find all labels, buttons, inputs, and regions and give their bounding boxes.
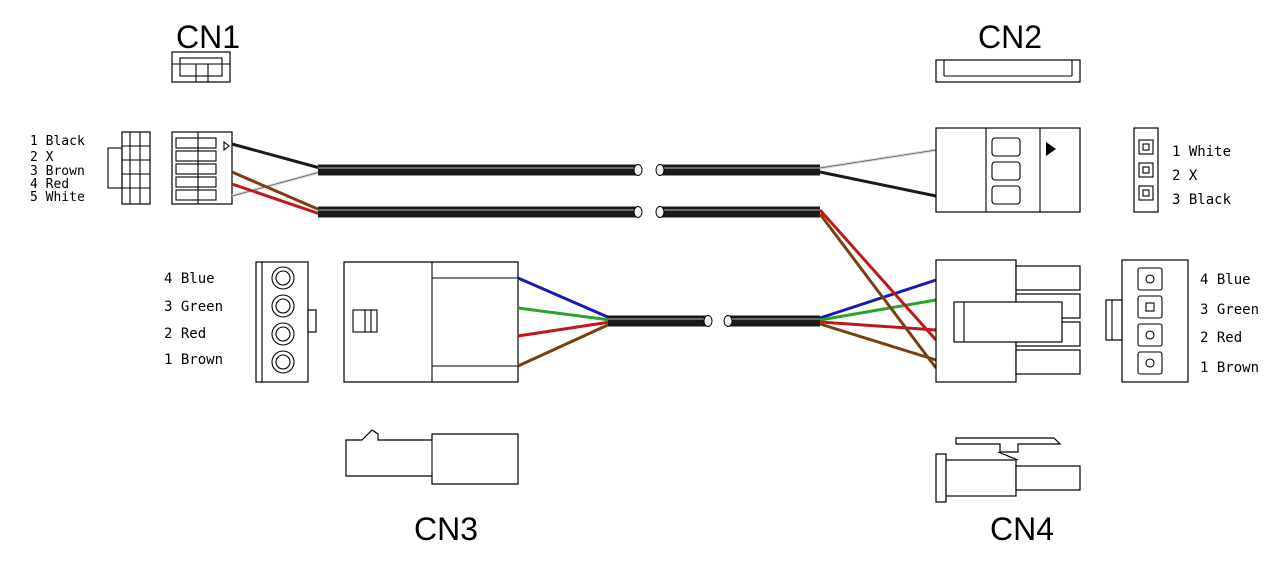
- cn3-pin-label: 2 Red: [164, 326, 206, 342]
- cn3-pin-label: 1 Brown: [164, 352, 223, 368]
- cn4-pin-label: 1 Brown: [1200, 360, 1259, 376]
- wire-brown: [819, 322, 937, 362]
- wire-red: [517, 320, 611, 338]
- cn4-pin-label: 3 Green: [1200, 302, 1259, 318]
- cn3-title: CN3: [414, 511, 478, 547]
- cn1-side-view: [171, 131, 233, 205]
- cn1-pin-label: 5 White: [30, 190, 85, 205]
- cn1-face-view: [107, 131, 151, 205]
- cn2-pin-labels: 1 White 2 X 3 Black: [1172, 144, 1232, 208]
- cn1-pin-labels: 1 Black 2 X 3 Brown 4 Red 5 White: [30, 134, 85, 205]
- cn4-pin-label: 4 Blue: [1200, 272, 1251, 288]
- cn2-pin-label: 1 White: [1172, 144, 1231, 160]
- wire-red: [819, 320, 937, 332]
- wire-blue: [819, 278, 937, 320]
- cn3-wires: [517, 276, 611, 368]
- cn2-body: [935, 127, 1081, 213]
- cn4-body: [935, 259, 1081, 383]
- cn1-pin-label: 4 Red: [30, 177, 69, 192]
- wire-green: [517, 306, 611, 322]
- wire-red: [231, 182, 321, 216]
- cn4-title: CN4: [990, 511, 1054, 547]
- upper-cable-2: [318, 206, 820, 218]
- cn3-body: [343, 261, 519, 383]
- wire-brown-from-cn1: [818, 213, 938, 369]
- cn4-pin-label: 2 Red: [1200, 330, 1242, 346]
- cn4-side-view: [935, 437, 1081, 503]
- cn3-pin-label: 4 Blue: [164, 271, 215, 287]
- wire-brown: [231, 170, 321, 212]
- wire-black: [231, 142, 321, 170]
- cn2-face-view: [1133, 127, 1159, 213]
- cn3-side-view: [345, 429, 519, 485]
- cn1-top-view: [171, 51, 231, 83]
- cn2-title: CN2: [978, 19, 1042, 55]
- cn3-pin-labels: 4 Blue 3 Green 2 Red 1 Brown: [164, 271, 223, 368]
- cn2-wires: [819, 148, 937, 198]
- cn1-cn2-wires: [231, 142, 321, 216]
- cn1-title: CN1: [176, 19, 240, 55]
- wire-black: [819, 170, 937, 198]
- wire-blue: [517, 276, 611, 320]
- cn1-pin-label: 2 X: [30, 150, 54, 165]
- cn2-pin-label: 2 X: [1172, 168, 1198, 184]
- cn4-pin-labels: 4 Blue 3 Green 2 Red 1 Brown: [1200, 272, 1259, 376]
- wire-green: [819, 298, 937, 322]
- cn2-top-view: [935, 59, 1081, 83]
- cn2-pin-label: 3 Black: [1172, 192, 1232, 208]
- cn1-pin-label: 3 Brown: [30, 164, 85, 179]
- cn4-face-view: [1105, 259, 1189, 383]
- cn3-face-view: [255, 261, 317, 383]
- wire-red-from-cn1: [818, 209, 938, 341]
- cn3-pin-label: 3 Green: [164, 299, 223, 315]
- cn4-wires: [818, 209, 938, 369]
- cn1-pin-label: 1 Black: [30, 134, 85, 149]
- wire-brown: [517, 322, 611, 368]
- lower-cable: [608, 315, 820, 327]
- upper-cable-1: [318, 164, 820, 176]
